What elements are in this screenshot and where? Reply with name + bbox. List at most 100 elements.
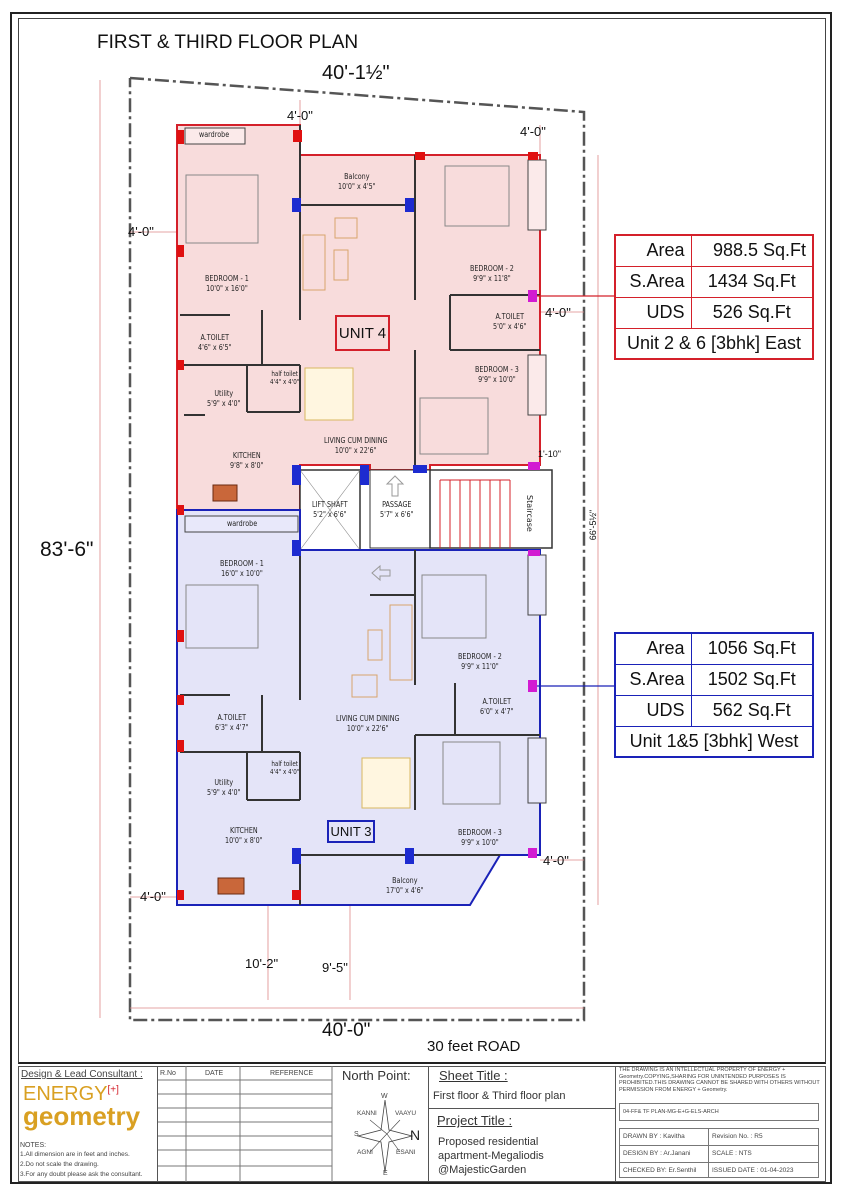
table-row: Unit 1&5 [3bhk] West <box>614 725 814 758</box>
dining-table <box>304 367 354 421</box>
dining-table <box>361 757 411 809</box>
stove-icon <box>212 484 238 502</box>
project-title-label: Project Title : <box>437 1113 513 1128</box>
table-row: Unit 2 & 6 [3bhk] East <box>614 327 814 360</box>
note: 2.Do not scale the drawing. <box>20 1161 99 1168</box>
coffee-table <box>367 629 383 661</box>
consultant-cell: Design & Lead Consultant : ENERGY[+] geo… <box>18 1066 158 1182</box>
logo-geometry: geometry <box>23 1101 141 1131</box>
bed <box>419 397 489 455</box>
room-label: wardrobe <box>227 519 258 528</box>
compass-agni: AGNI <box>357 1149 373 1156</box>
drawing-number-cell: 04-FF& TF PLAN-MG-E+G-ELS-ARCH <box>619 1103 819 1121</box>
project-title-line: Proposed residential <box>438 1136 539 1148</box>
note: 3.For any doubt please ask the consultan… <box>20 1171 143 1178</box>
drawing-number: 04-FF& TF PLAN-MG-E+G-ELS-ARCH <box>623 1109 719 1115</box>
arrow-left-icon <box>371 564 391 582</box>
drawing-frame <box>10 12 832 1184</box>
unit-4-label: UNIT 4 <box>335 315 390 351</box>
scale: SCALE : NTS <box>712 1150 752 1157</box>
dim-setback-right-lower: 4'-0" <box>543 853 569 868</box>
dim-right-depth: 66'-5½" <box>588 509 599 541</box>
project-title-line: @MajesticGarden <box>438 1164 527 1176</box>
dim-setback-left-upper: 4'-0" <box>128 224 154 239</box>
north-point-label: North Point: <box>342 1068 411 1083</box>
note: 1.All dimension are in feet and inches. <box>20 1151 130 1158</box>
title-block <box>18 1066 826 1182</box>
drawing-title: FIRST & THIRD FLOOR PLAN <box>97 32 359 53</box>
compass-vaayu: VAAYU <box>395 1110 417 1117</box>
compass-n: N <box>410 1127 421 1143</box>
dim-bottom-a: 10'-2" <box>245 956 279 971</box>
compass-esani: ESANI <box>396 1149 416 1156</box>
stove-icon <box>217 877 245 895</box>
dim-setback-top-left: 4'-0" <box>287 108 313 123</box>
wardrobe <box>184 127 246 145</box>
dim-setback-right-mid: 4'-0" <box>545 305 571 320</box>
compass-e: E <box>383 1170 388 1177</box>
dim-setback-top-right: 4'-0" <box>520 124 546 139</box>
dim-total-depth: 83'-6" <box>40 538 94 561</box>
compass-s: S <box>354 1131 359 1138</box>
sheet-title: First floor & Third floor plan <box>433 1090 566 1102</box>
staircase-label: Staircase <box>525 495 534 532</box>
wardrobe <box>527 554 547 616</box>
drawn-by: DRAWN BY : Kavitha <box>623 1133 685 1140</box>
checked-by: CHECKED BY: Er.Senthil <box>623 1167 697 1174</box>
project-title-line: apartment-Megaliodis <box>438 1150 544 1162</box>
wardrobe <box>527 737 547 804</box>
sheet-divider <box>428 1066 429 1182</box>
bed <box>444 165 510 227</box>
plot-boundary <box>128 76 586 1022</box>
dim-top-width: 40'-1½" <box>322 62 390 84</box>
wardrobe <box>184 515 299 533</box>
wardrobe <box>527 354 547 416</box>
copyright-note: THE DRAWING IS AN INTELLECTUAL PROPERTY … <box>619 1067 820 1093</box>
credits-grid: DRAWN BY : Kavitha Revision No. : R5 DES… <box>619 1128 819 1178</box>
right-divider <box>615 1066 616 1182</box>
coffee-table <box>333 249 349 281</box>
sofa <box>302 234 326 291</box>
drawing-inner-frame <box>18 18 826 1064</box>
compass-kanni: KANNI <box>357 1110 377 1117</box>
unit-3-label: UNIT 3 <box>327 820 375 843</box>
sofa <box>389 604 413 681</box>
dim-stair-gap: 1'-10" <box>538 449 561 459</box>
north-compass-icon <box>356 1099 414 1173</box>
bed <box>442 741 501 805</box>
bed <box>185 174 259 244</box>
issued-date: ISSUED DATE : 01-04-2023 <box>712 1167 794 1174</box>
armchair <box>334 217 358 239</box>
floor-plan-drawing <box>99 76 614 1022</box>
revision-grid <box>158 1066 333 1182</box>
consultant-label: Design & Lead Consultant : <box>21 1069 143 1080</box>
dim-bottom-b: 9'-5" <box>322 960 348 975</box>
bed <box>185 584 259 649</box>
